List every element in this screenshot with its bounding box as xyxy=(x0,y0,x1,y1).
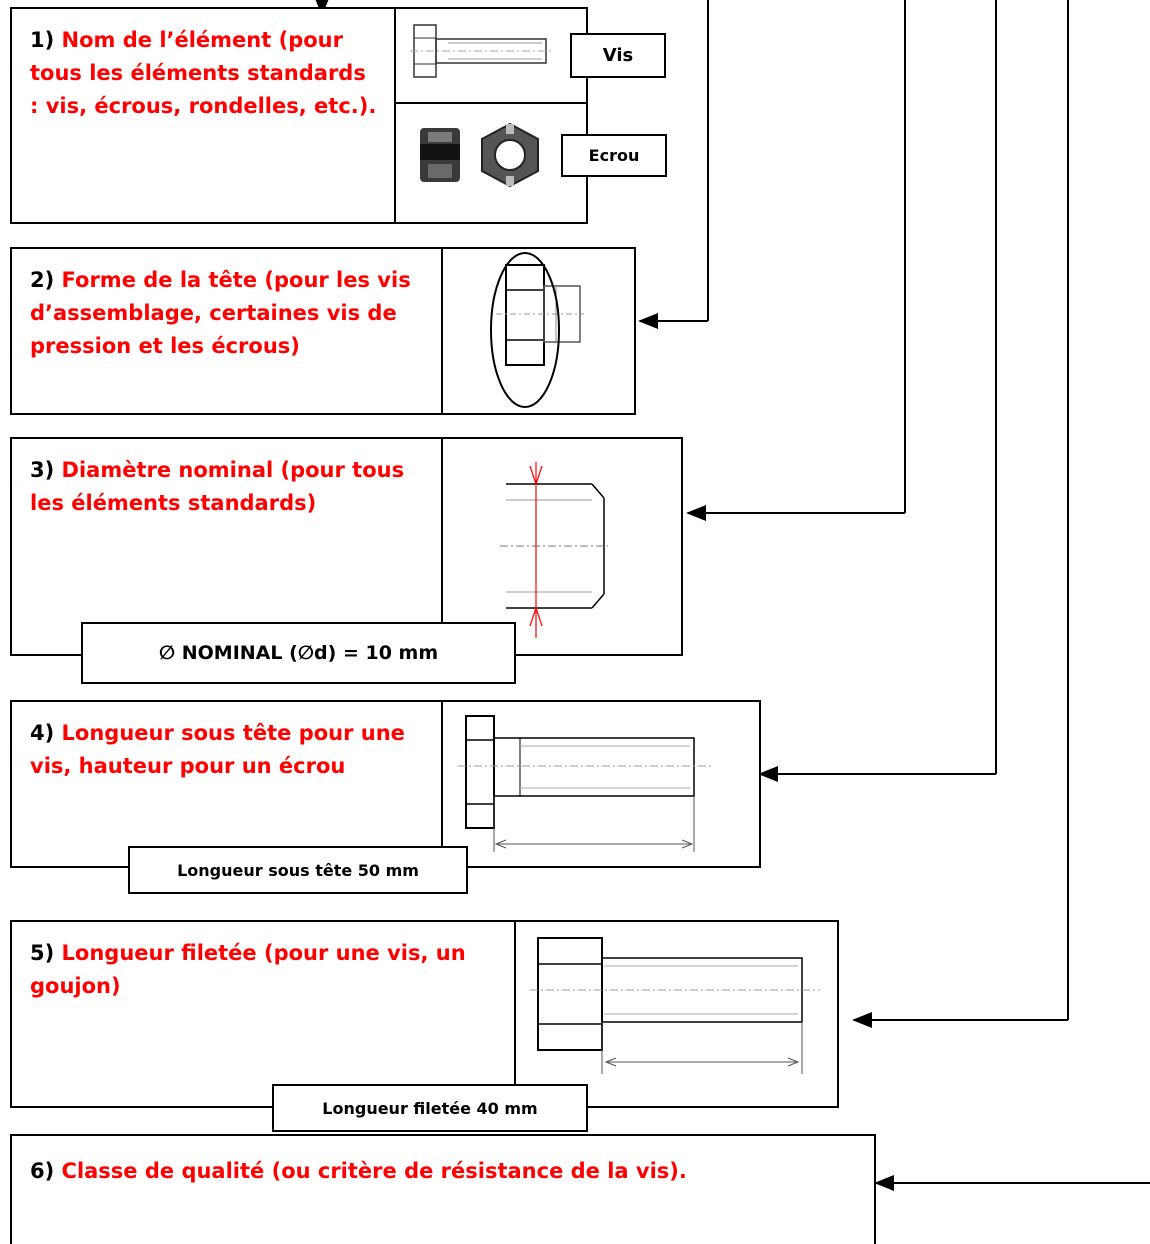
diameter-drawing xyxy=(500,462,608,638)
screw-icon xyxy=(410,24,554,78)
screw-thread-drawing xyxy=(530,937,820,1074)
item-5-separator xyxy=(514,920,516,1108)
item-5-description: 5) Longueur filetée (pour une vis, un go… xyxy=(30,941,466,998)
item-4-box xyxy=(10,700,761,868)
label-longueur-filetee: Longueur filetée 40 mm xyxy=(272,1084,588,1132)
item-1-description: 1) Nom de l’élément (pour tous les éléme… xyxy=(30,28,377,118)
item-1-image-divider xyxy=(396,102,588,104)
item-2-description: 2) Forme de la tête (pour les vis d’asse… xyxy=(30,268,411,358)
item-4-description: 4) Longueur sous tête pour une vis, haut… xyxy=(30,721,405,778)
item-3-separator xyxy=(441,437,443,656)
item-3-description: 3) Diamètre nominal (pour tous les éléme… xyxy=(30,458,405,515)
nut-side-icon xyxy=(420,128,460,182)
screw-length-drawing xyxy=(458,715,712,852)
item-6-description: 6) Classe de qualité (ou critère de rési… xyxy=(30,1159,687,1183)
nut-top-icon xyxy=(481,122,539,188)
label-longueur-sous-tete: Longueur sous tête 50 mm xyxy=(128,846,468,894)
item-4-separator xyxy=(441,700,443,868)
label-diameter: ∅ NOMINAL (∅d) = 10 mm xyxy=(81,622,516,684)
item-2-separator xyxy=(441,247,443,415)
screw-head-icon xyxy=(490,252,584,408)
item-2-box xyxy=(10,247,636,415)
item-6-box xyxy=(10,1134,876,1244)
label-vis: Vis xyxy=(570,33,666,78)
label-ecrou: Ecrou xyxy=(561,134,667,177)
item-1-separator xyxy=(394,7,396,224)
